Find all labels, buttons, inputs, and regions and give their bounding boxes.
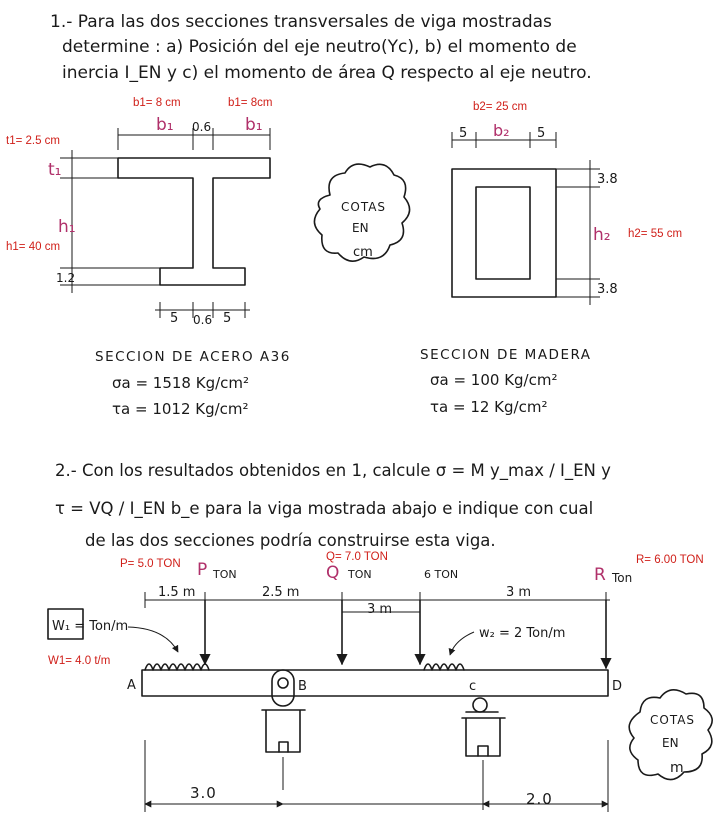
problem1-line2: determine : a) Posición del eje neutro(Y… — [62, 37, 577, 57]
b2-label: b₂ — [493, 121, 510, 140]
h2-label: h₂ — [593, 225, 611, 245]
span-right: 2.0 — [526, 790, 553, 808]
b1-left-note: b1= 8 cm — [133, 97, 181, 109]
support-c — [461, 697, 506, 810]
steel-i-section: b1= 8 cm b1= 8cm t1= 2.5 cm h1= 40 cm b₁… — [6, 97, 291, 418]
bottom-flange-thickness: 1.2 — [56, 271, 75, 285]
dim-3-right: 3 m — [506, 585, 531, 600]
wood-tau: τa = 12 Kg/cm² — [430, 398, 547, 416]
six-ton: 6 TON — [424, 568, 458, 581]
b2-note: b2= 25 cm — [473, 101, 527, 113]
point-d: D — [612, 679, 622, 694]
wood-box-section: b2= 25 cm 5 b₂ 5 3.8 h₂ h2= 55 cm 3.8 SE… — [420, 101, 682, 416]
h2-note: h2= 55 cm — [628, 228, 682, 240]
problem2-line1: 2.- Con los resultados obtenidos en 1, c… — [55, 461, 611, 481]
h1-note: h1= 40 cm — [6, 241, 60, 253]
point-c: c — [469, 679, 476, 694]
point-a: A — [127, 678, 136, 693]
dim-5-left: 5 — [170, 311, 178, 326]
dim-1-5: 1.5 m — [158, 585, 195, 600]
r-ton: Ton — [611, 571, 632, 585]
q-note: Q= 7.0 TON — [326, 551, 388, 563]
wood-sigma: σa = 100 Kg/cm² — [430, 371, 558, 389]
support-b — [261, 669, 306, 790]
h1-label: h₁ — [58, 217, 76, 237]
dim-2-5: 2.5 m — [262, 585, 299, 600]
web-width-bottom: 0.6 — [193, 313, 212, 327]
p-note: P= 5.0 TON — [120, 558, 181, 570]
web-width-top: 0.6 — [192, 120, 211, 134]
p-label: P — [197, 560, 207, 580]
t1-label: t₁ — [48, 160, 61, 180]
t1-note: t1= 2.5 cm — [6, 135, 60, 147]
r-label: R — [594, 565, 606, 585]
cotas-cm-line1: COTAS — [341, 200, 386, 214]
wood-dim5-left: 5 — [459, 126, 467, 141]
beam-diagram: P= 5.0 TON Q= 7.0 TON R= 6.00 TON P TON … — [47, 551, 704, 812]
b1-right-label: b₁ — [245, 115, 263, 135]
b1-right-note: b1= 8cm — [228, 97, 272, 109]
dim-5-right: 5 — [223, 311, 231, 326]
cotas-m-line3: m — [670, 760, 684, 776]
wood-dim5-right: 5 — [537, 126, 545, 141]
b1-left-label: b₁ — [156, 115, 174, 135]
steel-tau: τa = 1012 Kg/cm² — [112, 400, 249, 418]
w1-label: W₁ = Ton/m — [52, 619, 128, 634]
cotas-cm-line3: cm — [353, 245, 373, 260]
p-ton: TON — [212, 568, 237, 581]
cotas-cm-cloud: COTAS EN cm — [313, 163, 411, 262]
w1-note: W1= 4.0 t/m — [48, 655, 110, 667]
span-left: 3.0 — [190, 784, 217, 802]
point-b: B — [298, 679, 307, 694]
wood-title: SECCION DE MADERA — [420, 347, 592, 363]
r-note: R= 6.00 TON — [636, 554, 704, 566]
problem2-line3: de las dos secciones podría construirse … — [85, 531, 496, 550]
cotas-m-cloud: COTAS EN m — [628, 689, 713, 781]
wood-bottom-thickness: 3.8 — [597, 282, 618, 297]
problem2-line2: τ = VQ / I_EN b_e para la viga mostrada … — [55, 499, 593, 519]
steel-title: SECCION DE ACERO A36 — [95, 349, 291, 365]
steel-sigma: σa = 1518 Kg/cm² — [112, 374, 249, 392]
dim-3-mid: 3 m — [367, 602, 392, 617]
w2-label: w₂ = 2 Ton/m — [479, 626, 565, 641]
problem1-line3: inercia I_EN y c) el momento de área Q r… — [62, 63, 592, 83]
q-ton: TON — [347, 568, 372, 581]
cotas-m-line1: COTAS — [650, 713, 695, 727]
cotas-cm-line2: EN — [352, 221, 369, 235]
cotas-m-line2: EN — [662, 736, 679, 750]
q-label: Q — [326, 563, 339, 583]
problem1-line1: 1.- Para las dos secciones transversales… — [50, 12, 552, 32]
wood-top-thickness: 3.8 — [597, 172, 618, 187]
